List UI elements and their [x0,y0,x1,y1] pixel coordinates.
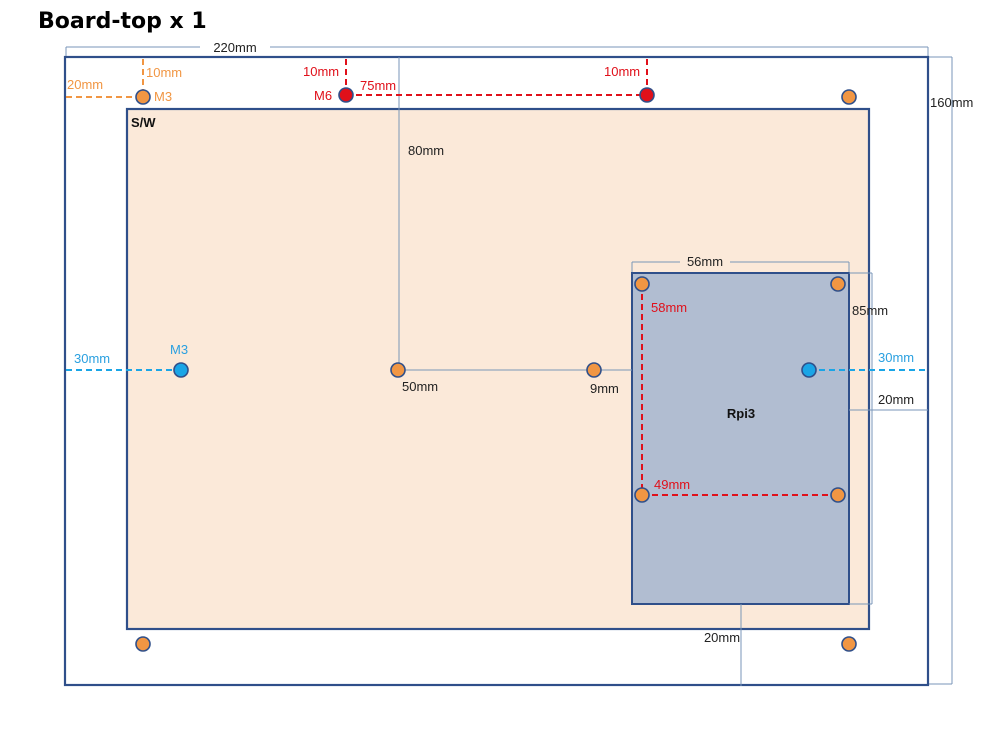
hole-center-left [390,362,406,378]
diagram-title: Board-top x 1 [38,9,207,34]
m3-corner-x-label: 20mm [67,77,103,92]
rpi-right-gap-label: 20mm [878,392,914,407]
m6-screw-label: M6 [314,88,332,103]
center-dimension-lines [398,57,594,371]
hole-rpi-top-right [830,276,846,292]
hole-rpi-bottom-right [830,487,846,503]
board-width-label: 220mm [213,40,256,55]
board-dimension-lines [65,46,953,685]
hole-m3-side-left [173,362,189,378]
hole-rpi-bottom-left [634,487,650,503]
m3-side-screw-label: M3 [170,342,188,357]
rpi-hole-vertical-label: 58mm [651,300,687,315]
center-horizontal-label: 50mm [402,379,438,394]
hole-top-left [135,89,151,105]
rpi-hole-pattern-lines [641,284,838,496]
rpi-dimension-lines [594,261,928,686]
hole-bottom-left [135,636,151,652]
center-gap-label: 9mm [590,381,619,396]
sw-panel-label: S/W [131,115,156,130]
hole-m6-left [338,87,354,103]
hole-m3-side-right [801,362,817,378]
m6-spacing-label: 75mm [360,78,396,93]
m3-corner-y-label: 10mm [146,65,182,80]
rpi-width-label: 56mm [687,254,723,269]
hole-center-right [586,362,602,378]
m3-side-left-label: 30mm [74,351,110,366]
board-height-label: 160mm [930,95,973,110]
m3-corner-screw-label: M3 [154,89,172,104]
rpi-panel [631,272,850,605]
rpi-height-label: 85mm [852,303,888,318]
rpi-bottom-gap-label: 20mm [704,630,740,645]
rpi-panel-label: Rpi3 [727,406,755,421]
hole-top-right [841,89,857,105]
center-vertical-label: 80mm [408,143,444,158]
hole-bottom-right [841,636,857,652]
m3-side-right-label: 30mm [878,350,914,365]
hole-m6-right [639,87,655,103]
m6-right-y-label: 10mm [604,64,640,79]
rpi-hole-horizontal-label: 49mm [654,477,690,492]
hole-rpi-top-left [634,276,650,292]
holes [135,87,857,652]
m6-left-y-label: 10mm [303,64,339,79]
